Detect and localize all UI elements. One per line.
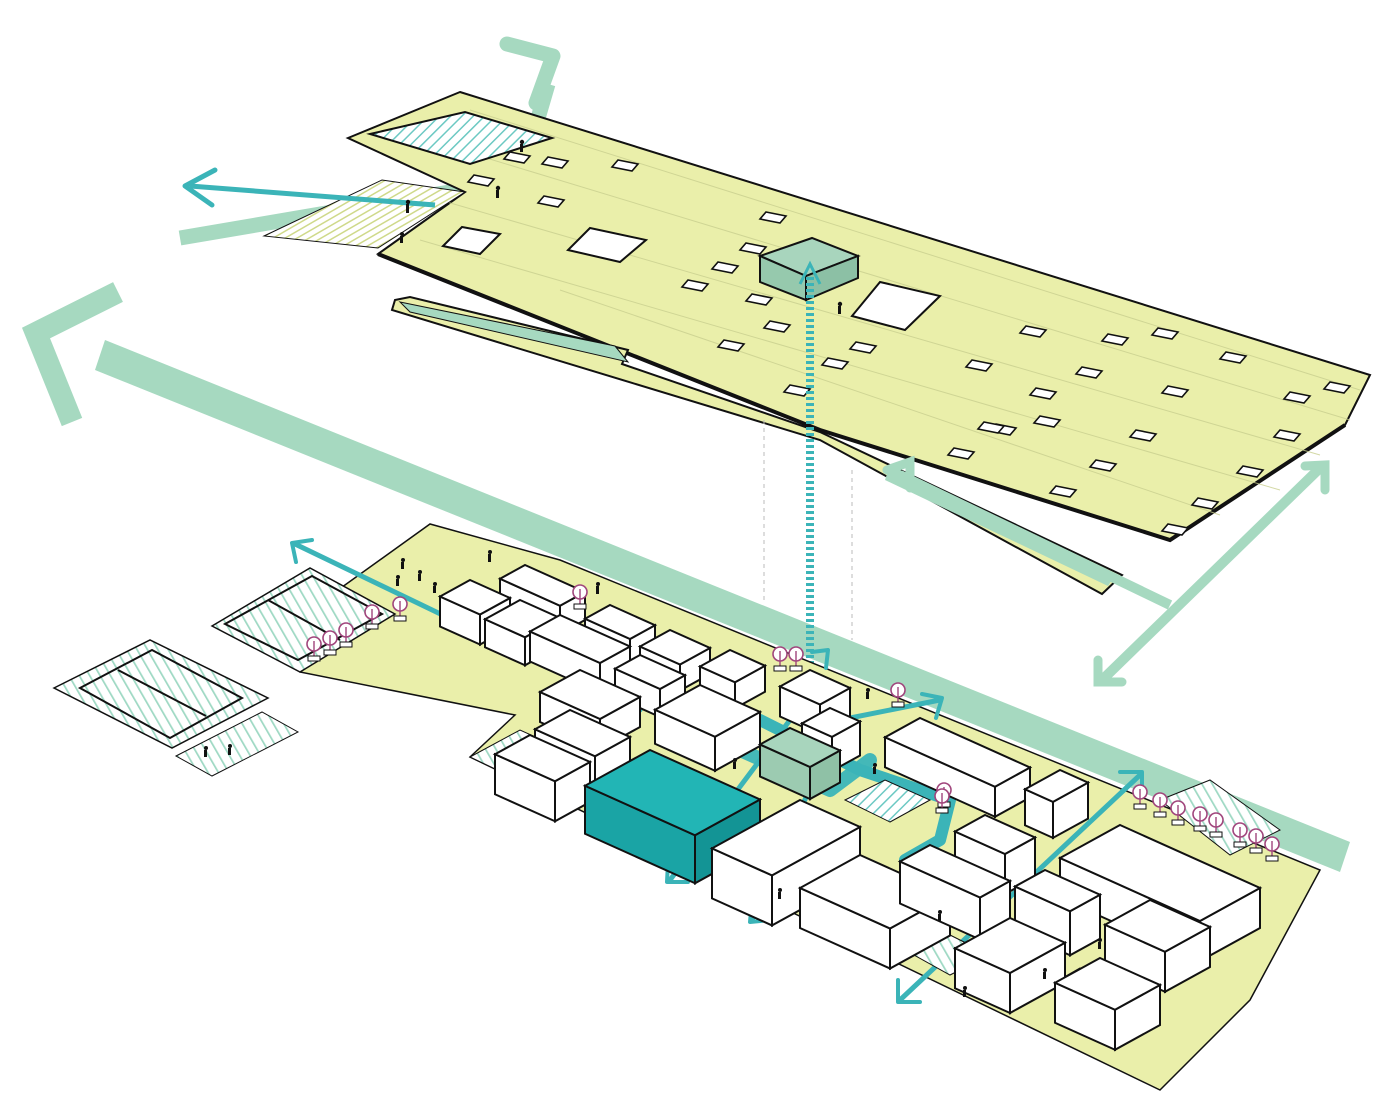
tree-icon — [1153, 793, 1167, 817]
tree-icon — [891, 683, 905, 707]
tree-icon — [1209, 813, 1223, 837]
tree-icon — [773, 647, 787, 671]
tree-icon — [393, 597, 407, 621]
tree-icon — [1233, 823, 1247, 847]
tree-icon — [1133, 785, 1147, 809]
tree-icon — [339, 623, 353, 647]
tree-icon — [573, 585, 587, 609]
tree-icon — [1171, 801, 1185, 825]
tree-icon — [789, 647, 803, 671]
ground-level — [54, 524, 1320, 1090]
tree-icon — [1249, 829, 1263, 853]
tree-icon — [307, 637, 321, 661]
tree-icon — [1193, 807, 1207, 831]
tree-icon — [365, 605, 379, 629]
tree-icon — [323, 631, 337, 655]
tree-icon — [935, 789, 949, 813]
roof-level — [180, 44, 1370, 594]
tree-icon — [1265, 837, 1279, 861]
